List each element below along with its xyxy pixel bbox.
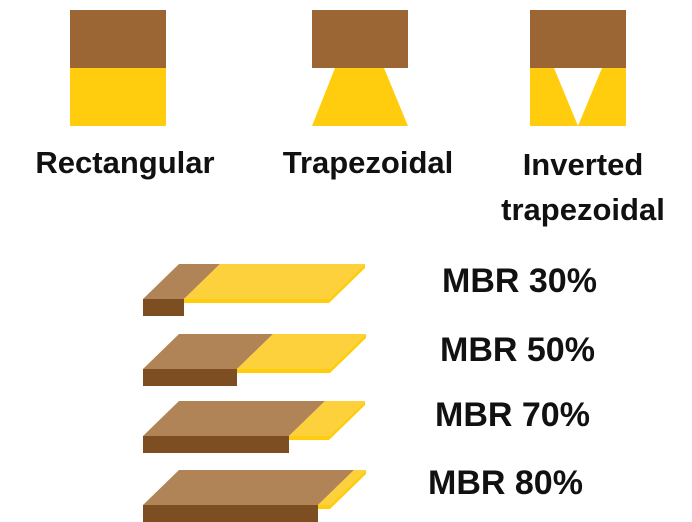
trapezoidal-cross-section <box>312 10 408 126</box>
mbr-70-brown-front <box>143 436 289 453</box>
mbr-50-brown-front <box>143 369 237 386</box>
rectangular-bottom-layer <box>70 68 166 126</box>
mbr-50-yellow-edge <box>330 334 366 373</box>
mbr-50-brown-top <box>143 334 273 369</box>
mbr-30-yellow-top <box>184 264 365 299</box>
trapezoidal-label: Trapezoidal <box>282 145 454 180</box>
mbr-label-30: MBR 30% <box>442 262 597 300</box>
rectangular-cross-section <box>70 10 166 126</box>
inverted-top-layer <box>530 10 626 68</box>
mbr-30-yellow-edge <box>329 264 365 303</box>
mbr-80-brown-top <box>143 470 354 505</box>
trapezoidal-bottom-layer <box>312 68 408 126</box>
mbr-strips <box>143 264 366 522</box>
trapezoidal-top-layer <box>312 10 408 68</box>
mbr-30-brown-front <box>143 299 184 316</box>
rectangular-label: Rectangular <box>35 145 215 180</box>
inverted-label-line1: Inverted <box>522 147 644 182</box>
mbr-30-yellow-front <box>184 299 329 303</box>
mbr-label-70: MBR 70% <box>435 396 590 434</box>
mbr-70-yellow-top <box>289 401 365 436</box>
rectangular-top-layer <box>70 10 166 68</box>
mbr-50-yellow-front <box>237 369 330 373</box>
mbr-label-80: MBR 80% <box>428 464 583 502</box>
mbr-80-yellow-edge <box>330 470 366 509</box>
mbr-70-yellow-front <box>289 436 329 440</box>
inverted-trapezoidal-cross-section <box>530 10 626 126</box>
inverted-label-line2: trapezoidal <box>501 192 665 227</box>
mbr-80-yellow-front <box>318 505 330 509</box>
mbr-70-yellow-edge <box>329 401 365 440</box>
mbr-80-brown-front <box>143 505 318 522</box>
inverted-notch <box>554 68 602 126</box>
mbr-label-50: MBR 50% <box>440 331 595 369</box>
mbr-30-brown-top <box>143 264 220 299</box>
mbr-70-brown-top <box>143 401 325 436</box>
mbr-50-yellow-top <box>237 334 366 369</box>
mbr-80-yellow-top <box>318 470 366 505</box>
